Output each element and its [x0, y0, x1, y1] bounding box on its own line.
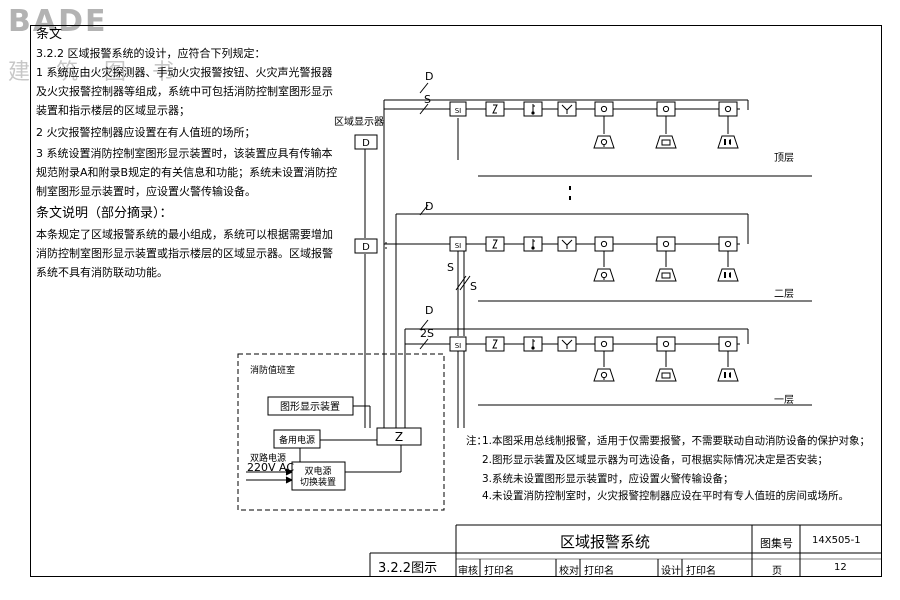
explanation-heading: 条文说明（部分摘录）：: [36, 206, 173, 221]
line-label-s: S: [470, 280, 477, 293]
clause-line: 2 火灾报警控制器应设置在有人值班的场所；: [36, 126, 256, 139]
review-signature: 打印名: [484, 566, 514, 577]
notes-prefix: 注：: [466, 435, 487, 447]
figure-reference: 3.2.2图示: [378, 561, 438, 576]
line-label-d: D: [425, 304, 433, 317]
note-line: 4.未设置消防控制室时，火灾报警控制器应设在平时有专人值班的房间或场所。: [482, 490, 850, 502]
review-label: 审核: [458, 566, 478, 577]
zone-display-box: D: [362, 242, 370, 253]
clause-line: 1 系统应由火灾探测器、手动火灾报警按钮、火灾声光警报器: [36, 66, 333, 79]
si-label: SI: [455, 107, 462, 115]
explanation-line: 系统不具有消防联动功能。: [36, 266, 168, 279]
clause-line: 3.2.2 区域报警系统的设计，应符合下列规定：: [36, 47, 266, 60]
check-label: 校对: [559, 566, 579, 577]
voltage-label: 220V AC: [247, 461, 294, 474]
clause-line: 及火灾报警控制器等组成，系统中可包括消防控制室图形显示: [36, 85, 333, 98]
design-label: 设计: [661, 566, 681, 577]
dual-power-label: 双路电源: [250, 452, 286, 464]
first-floor-devices: [449, 336, 739, 382]
floor-label-top: 顶层: [774, 152, 794, 164]
watermark-logo: BADE: [8, 4, 108, 39]
backup-power-box: 备用电源: [279, 434, 315, 446]
clause-line: 3 系统设置消防控制室图形显示装置时，该装置应具有传输本: [36, 147, 333, 160]
controller-z: Z: [395, 430, 403, 444]
clause-heading: 条文: [36, 27, 63, 42]
design-signature: 打印名: [686, 566, 716, 577]
power-switch-line2: 切换装置: [300, 476, 336, 488]
clause-line: 装置和指示楼层的区域显示器；: [36, 104, 190, 117]
floor-label-second: 二层: [774, 288, 794, 300]
check-signature: 打印名: [584, 566, 614, 577]
top-floor-devices: [449, 101, 739, 149]
watermark-subtitle: 建筑图书: [8, 60, 201, 85]
clause-line: 规范附录A和附录B规定的有关信息和功能；系统未设置消防控: [36, 166, 338, 179]
page-number: 12: [834, 562, 847, 573]
note-line: 3.系统未设置图形显示装置时，应设置火警传输设备；: [482, 473, 734, 485]
atlas-label: 图集号: [760, 537, 793, 550]
line-label-2s: 2S: [420, 327, 434, 340]
floor-label-first: 一层: [774, 394, 794, 406]
drawing-title: 区域报警系统: [560, 533, 651, 551]
power-switch-line1: 双电源: [304, 465, 331, 477]
zone-display-label: 区域显示器: [334, 115, 384, 128]
atlas-number: 14X505-1: [812, 535, 861, 546]
line-label-d: D: [425, 70, 433, 83]
zone-display-box: D: [362, 138, 370, 149]
control-room-label: 消防值班室: [250, 364, 295, 376]
line-label-s: S: [424, 93, 431, 106]
line-label-d: D: [425, 200, 433, 213]
explanation-line: 消防控制室图形显示装置或指示楼层的区域显示器。区域报警: [36, 247, 333, 260]
explanation-line: 本条规定了区域报警系统的最小组成，系统可以根据需要增加: [36, 228, 333, 241]
line-label-s: S: [447, 261, 454, 274]
note-line: 2.图形显示装置及区域显示器为可选设备，可根据实际情况决定是否安装；: [482, 454, 829, 466]
graphic-display-box: 图形显示装置: [280, 400, 340, 413]
page-label: 页: [772, 566, 782, 577]
second-floor-devices: [449, 236, 739, 282]
clause-line: 制室图形显示装置时，应设置火警传输设备。: [36, 185, 256, 198]
si-label: SI: [455, 242, 462, 250]
note-line: 1.本图采用总线制报警，适用于仅需要报警，不需要联动自动消防设备的保护对象；: [482, 435, 871, 447]
si-label: SI: [455, 342, 462, 350]
